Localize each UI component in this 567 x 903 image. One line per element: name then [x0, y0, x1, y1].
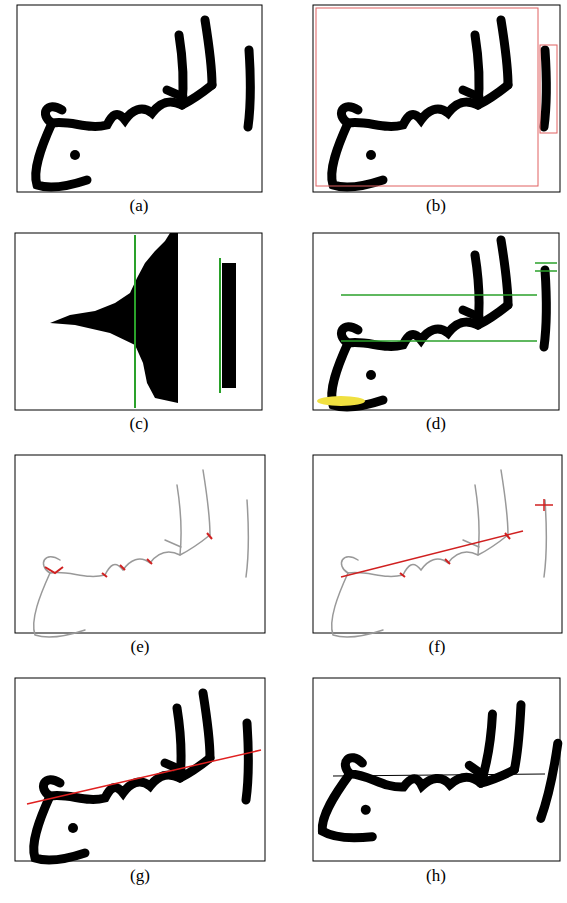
panel-label: (f) [429, 637, 446, 657]
skeleton-image [15, 455, 265, 637]
panel-label: (h) [426, 866, 446, 886]
baseline-bands [313, 233, 559, 410]
skeleton-baseline [313, 455, 562, 637]
word-image [17, 5, 262, 192]
deskewed-word [313, 670, 565, 878]
panel-label: (e) [131, 637, 150, 657]
panel-label: (a) [130, 196, 149, 216]
panel-label: (c) [130, 414, 149, 434]
word-baseline [15, 678, 265, 861]
panel-label: (b) [426, 196, 446, 216]
projection-histogram [15, 233, 262, 410]
panel-label: (d) [426, 414, 446, 434]
segmented-word [313, 5, 560, 192]
panel-label: (g) [130, 866, 150, 886]
